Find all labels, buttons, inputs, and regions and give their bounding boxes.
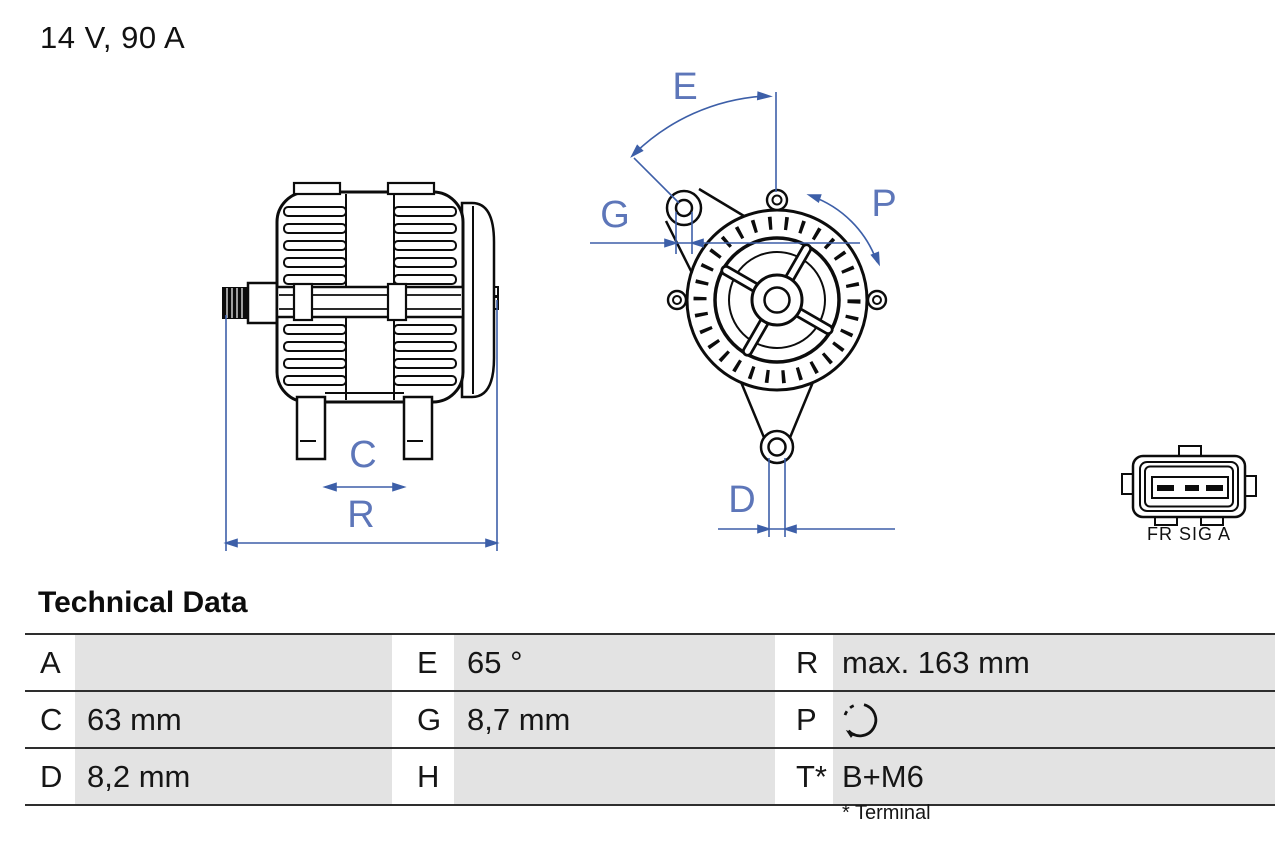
table-key-h: H: [392, 749, 454, 804]
terminal-footnote: * Terminal: [842, 802, 931, 824]
table-key-p: P: [775, 692, 833, 747]
dim-arrow: [664, 238, 679, 248]
rear-cap: [460, 201, 496, 399]
dim-arrow: [223, 538, 238, 548]
table-value-c: 63 mm: [75, 692, 392, 747]
dim-arrow: [870, 251, 880, 267]
table-key-a: A: [25, 635, 75, 690]
side-view-dimensions: [223, 300, 500, 551]
dim-arrow: [392, 482, 407, 492]
table-key-r: R: [775, 635, 833, 690]
dim-arrow: [689, 238, 704, 248]
front-view-dimensions: [590, 91, 895, 537]
alternator-side-view-drawing: [222, 181, 499, 461]
dim-arrow: [756, 91, 773, 101]
bottom-mounting-lug: [739, 381, 815, 465]
table-key-d: D: [25, 749, 75, 804]
shaft-thread: [222, 281, 280, 325]
rotation-direction-icon: [843, 702, 878, 738]
dim-arrow: [782, 524, 797, 534]
table-value-p: [833, 692, 1275, 747]
table-key-e: E: [392, 635, 454, 690]
connector-label: FR SIG A: [1147, 524, 1231, 544]
table-value-r: max. 163 mm: [833, 635, 1275, 690]
product-rating: 14 V, 90 A: [40, 20, 186, 55]
cooling-fins: [283, 206, 457, 386]
table-value-g: 8,7 mm: [454, 692, 775, 747]
table-row: C 63 mm G 8,7 mm P: [25, 692, 1275, 749]
dim-label-d: D: [728, 479, 755, 521]
mounting-feet: [295, 392, 434, 461]
dim-label-g: G: [600, 194, 630, 236]
dim-arrow: [322, 482, 337, 492]
dim-arrow: [806, 194, 822, 203]
alternator-front-view-drawing: [664, 187, 888, 465]
dim-arrow: [485, 538, 500, 548]
vent-slot-ring: [693, 216, 861, 384]
table-key-g: G: [392, 692, 454, 747]
technical-drawings: C R: [222, 66, 1257, 551]
table-value-e: 65 °: [454, 635, 775, 690]
table-key-c: C: [25, 692, 75, 747]
table-value-t: B+M6: [833, 749, 1275, 804]
table-value-h: [454, 749, 775, 804]
technical-data-table: A E 65 ° R max. 163 mm C 63 mm G 8,7 mm …: [25, 633, 1275, 806]
connector-diagram: [1121, 445, 1257, 526]
table-value-a: [75, 635, 392, 690]
dim-label-r: R: [347, 494, 374, 536]
fan-spokes: [720, 243, 834, 357]
dim-label-e: E: [672, 66, 697, 108]
technical-data-title: Technical Data: [38, 586, 248, 619]
table-value-d: 8,2 mm: [75, 749, 392, 804]
connector-pins: [1157, 485, 1223, 491]
dim-label-p: P: [871, 183, 896, 225]
table-row: D 8,2 mm H T* B+M6: [25, 749, 1275, 806]
dim-arrow: [630, 144, 644, 158]
dim-arrow: [757, 524, 772, 534]
dim-label-c: C: [349, 434, 376, 476]
table-key-t: T*: [775, 749, 833, 804]
small-lugs: [666, 188, 888, 311]
table-row: A E 65 ° R max. 163 mm: [25, 635, 1275, 692]
